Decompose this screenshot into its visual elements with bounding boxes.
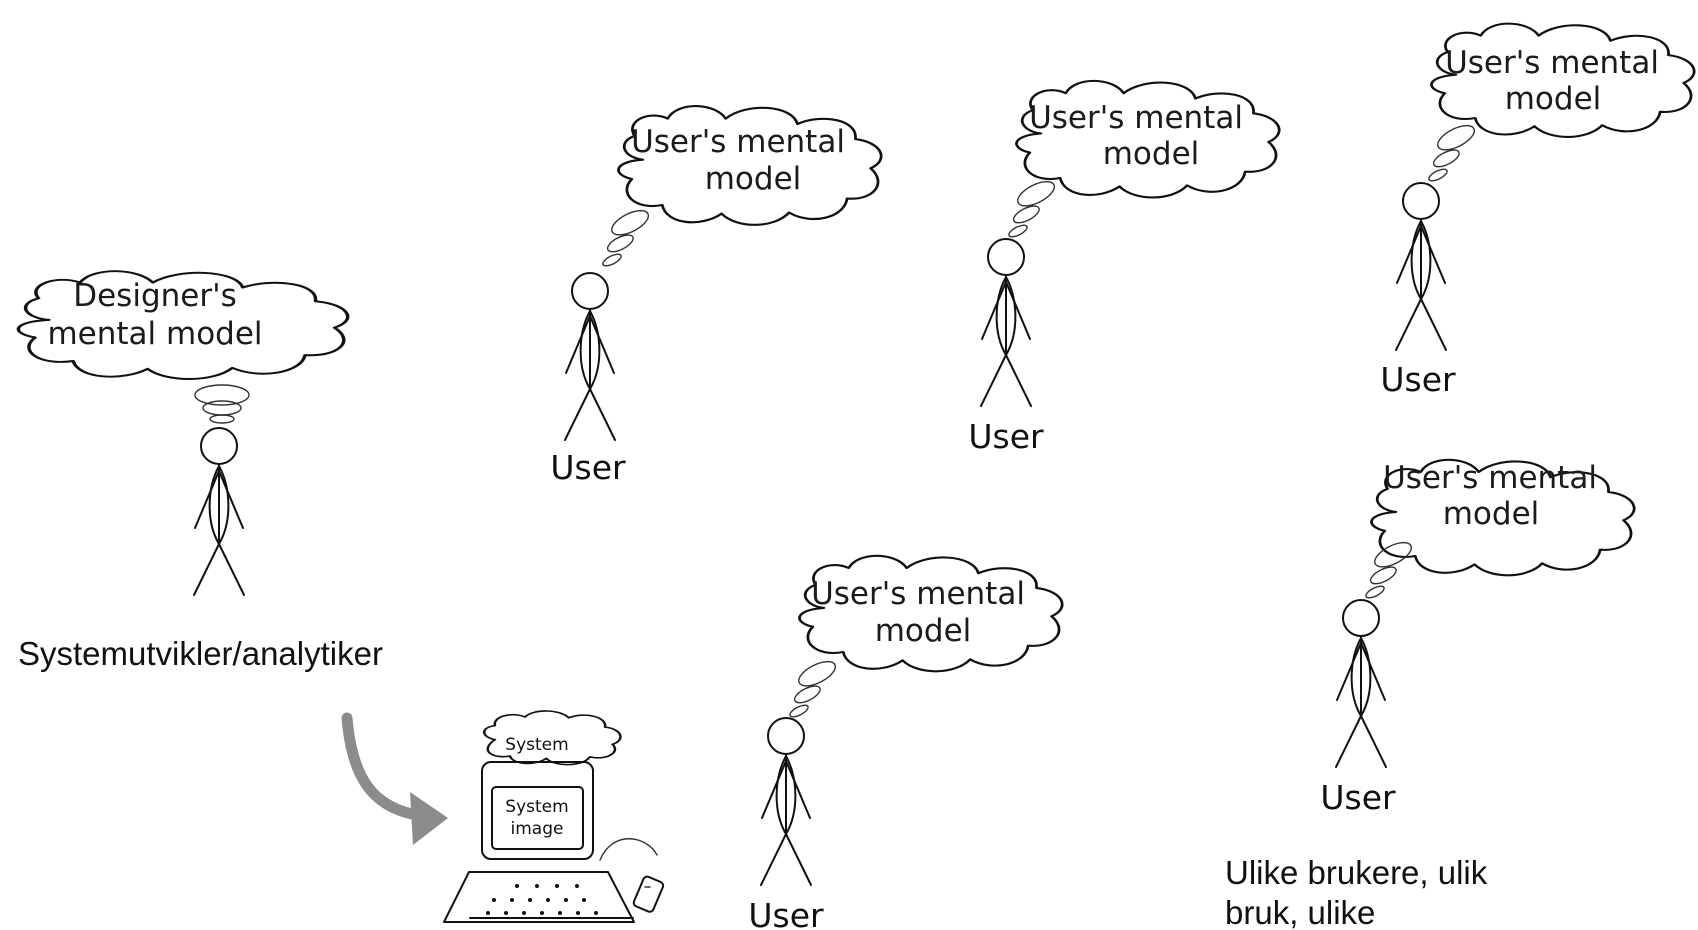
user-2-label: User	[968, 417, 1044, 456]
user-4-thought-line-1: User's mental	[1383, 460, 1597, 496]
system-thought-label: System	[505, 735, 568, 755]
user-4-label: User	[1320, 778, 1396, 817]
user-3-thought-bubbles	[1412, 119, 1488, 184]
user-3-thought-line-2: model	[1505, 81, 1602, 117]
designer-figure	[193, 427, 245, 596]
user-5-label: User	[748, 896, 824, 930]
note-line-2: bruk, ulike	[1225, 894, 1375, 930]
designer-thought-line-1: Designer's	[73, 278, 237, 314]
computer-monitor-screen	[491, 786, 584, 850]
user-5-figure	[760, 717, 812, 886]
user-4-thought-line-2: model	[1443, 496, 1540, 532]
user-group-1: User's mental model User	[550, 104, 883, 487]
user-5-thought-line-2: model	[875, 613, 972, 649]
user-2-thought-line-2: model	[1103, 136, 1200, 172]
user-1-label: User	[550, 448, 626, 487]
user-4-thought-bubbles	[1349, 536, 1425, 601]
note-line-1: Ulike brukere, ulik	[1225, 854, 1488, 891]
user-4-figure	[1335, 599, 1387, 768]
system-screen-line-2: image	[511, 819, 564, 839]
user-3-thought-line-1: User's mental	[1445, 45, 1659, 81]
user-2-thought-line-1: User's mental	[1029, 100, 1243, 136]
designer-thought-bubbles	[194, 384, 250, 424]
system-image-group: System System image	[341, 709, 665, 923]
user-1-thought-bubbles	[586, 204, 662, 269]
computer-keyboard	[443, 871, 635, 923]
system-screen-line-1: System	[505, 797, 568, 817]
keyboard-keys	[486, 884, 598, 915]
user-5-thought-bubbles	[773, 655, 849, 720]
user-1-figure	[564, 272, 616, 441]
user-3-figure	[1395, 182, 1447, 351]
user-group-3: User's mental model User	[1380, 22, 1696, 399]
user-2-thought-bubbles	[992, 175, 1068, 240]
note-text: Ulike brukere, ulik bruk, ulike	[1225, 854, 1488, 930]
user-2-figure	[980, 238, 1032, 407]
designer-thought-line-2: mental model	[47, 316, 262, 352]
computer-mouse	[632, 875, 665, 913]
user-3-label: User	[1380, 360, 1456, 399]
user-1-thought-line-2: model	[705, 161, 802, 197]
user-group-4: User's mental model User	[1320, 458, 1636, 817]
user-group-5: User's mental model User	[748, 554, 1064, 930]
user-1-thought-line-1: User's mental	[631, 124, 845, 160]
computer-monitor-outer	[481, 761, 594, 860]
designer-caption: Systemutvikler/analytiker	[18, 635, 383, 672]
arrow-head	[410, 792, 448, 845]
computer-cable	[599, 838, 658, 861]
designer-to-system-arrow	[341, 712, 423, 821]
user-group-2: User's mental model User	[968, 79, 1281, 456]
user-5-thought-line-1: User's mental	[811, 576, 1025, 612]
designer-group: Designer's mental model Systemutvikler/a…	[16, 269, 383, 672]
